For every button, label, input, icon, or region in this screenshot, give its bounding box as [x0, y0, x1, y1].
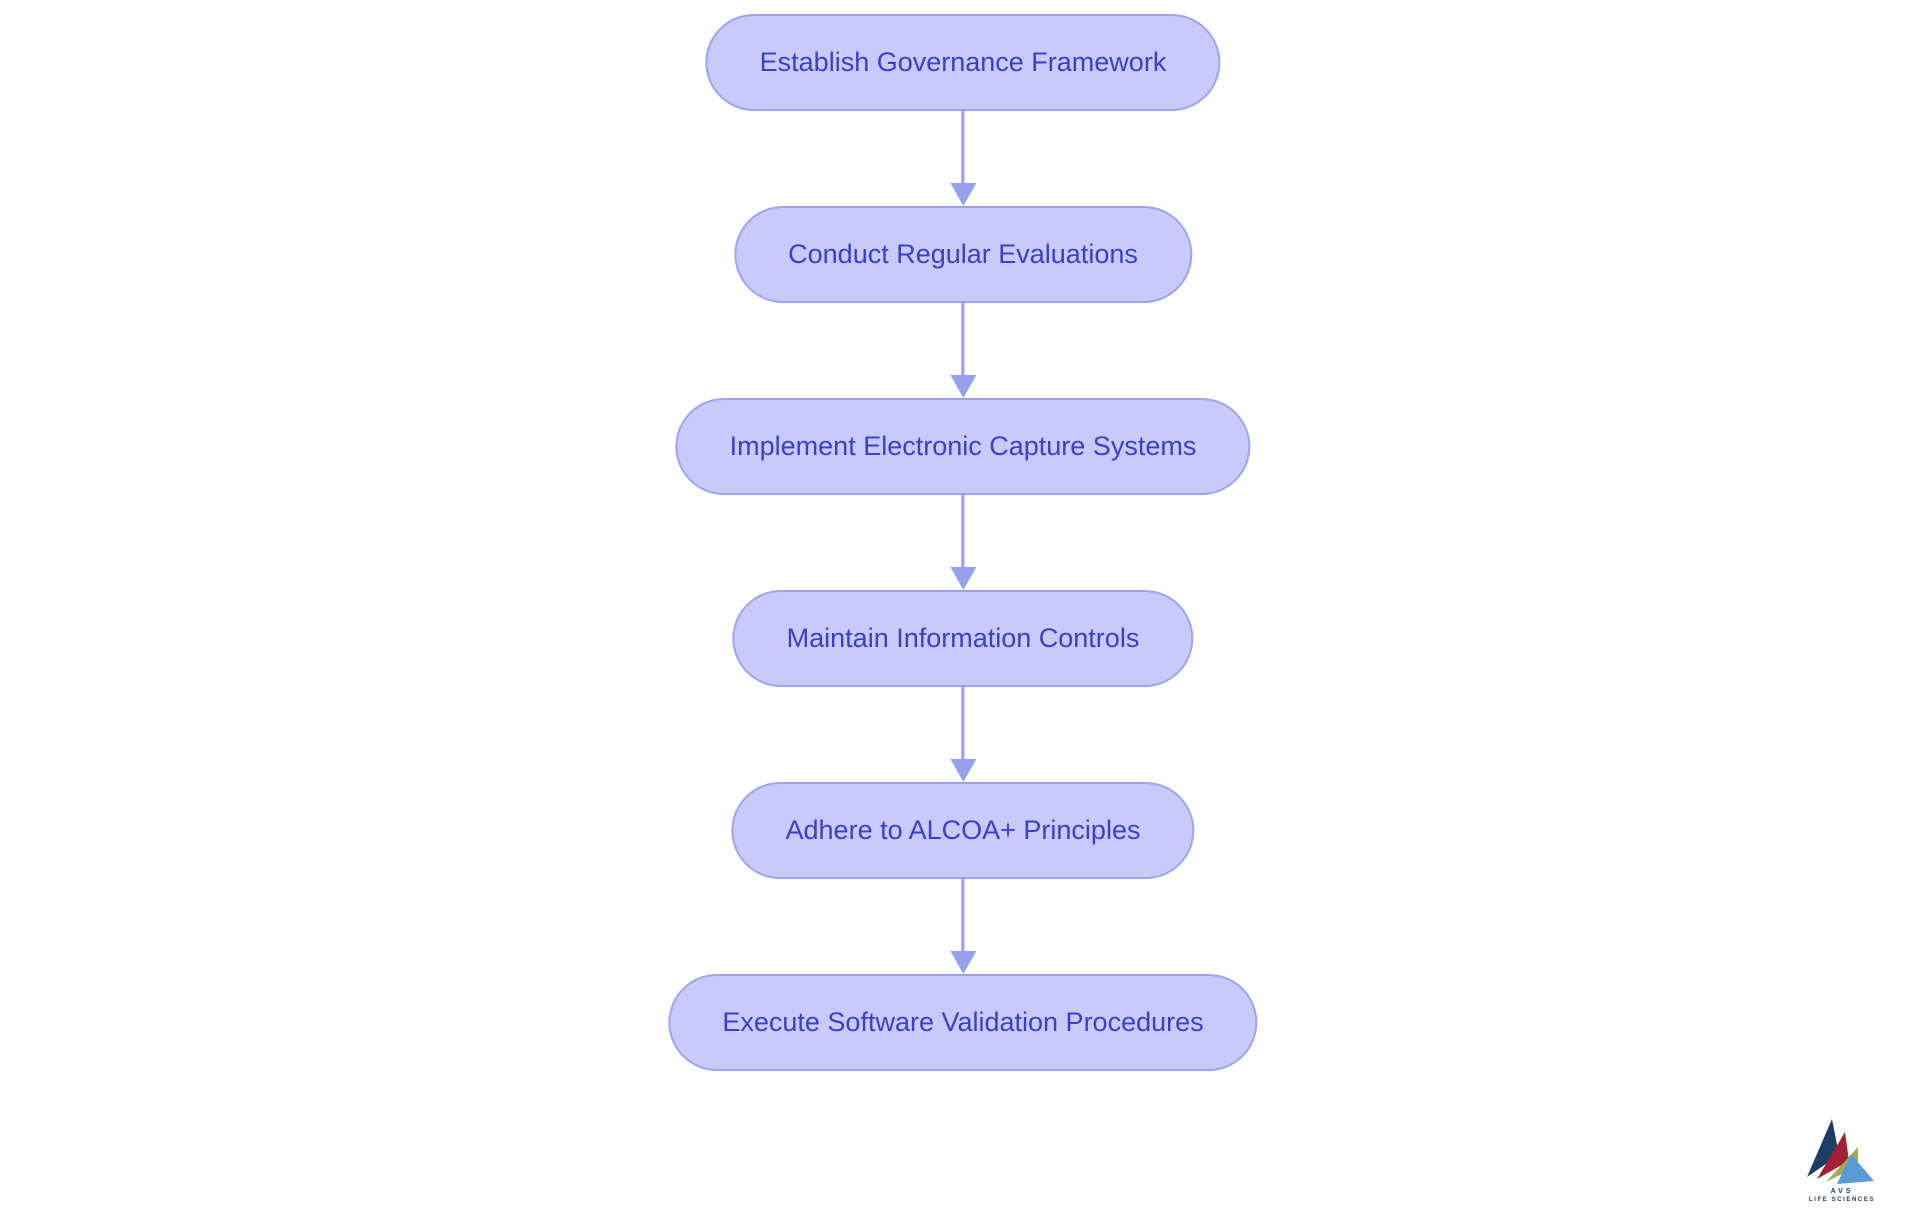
arrow-down-icon: [950, 495, 976, 590]
arrow-line: [961, 879, 965, 951]
flow-node-maintain-information-controls: Maintain Information Controls: [732, 590, 1194, 687]
arrow-down-icon: [950, 111, 976, 206]
flow-node-establish-governance-framework: Establish Governance Framework: [705, 14, 1221, 111]
arrow-head: [950, 183, 976, 206]
logo-tagline-text: LIFE SCIENCES: [1809, 1197, 1875, 1203]
arrow-down-icon: [950, 303, 976, 398]
flow-node-execute-software-validation-procedures: Execute Software Validation Procedures: [668, 974, 1258, 1071]
flowchart: Establish Governance Framework Conduct R…: [668, 14, 1258, 1071]
arrow-down-icon: [950, 879, 976, 974]
arrow-line: [961, 495, 965, 567]
flow-node-implement-electronic-capture-systems: Implement Electronic Capture Systems: [675, 398, 1251, 495]
arrow-line: [961, 687, 965, 759]
flow-node-conduct-regular-evaluations: Conduct Regular Evaluations: [734, 206, 1192, 303]
logo-sail-navy-icon: [1807, 1119, 1839, 1177]
logo-sail-blue-icon: [1837, 1154, 1874, 1184]
arrow-line: [961, 111, 965, 183]
avs-life-sciences-logo: AVS LIFE SCIENCES: [1796, 1115, 1892, 1203]
arrow-line: [961, 303, 965, 375]
flow-node-adhere-to-alcoa-principles: Adhere to ALCOA+ Principles: [731, 782, 1195, 879]
logo-brand-text: AVS: [1831, 1188, 1854, 1195]
logo-sail-red-icon: [1817, 1132, 1849, 1179]
arrow-head: [950, 375, 976, 398]
arrow-head: [950, 951, 976, 974]
logo-sail-green-icon: [1826, 1147, 1858, 1182]
arrow-head: [950, 567, 976, 590]
arrow-head: [950, 759, 976, 782]
arrow-down-icon: [950, 687, 976, 782]
